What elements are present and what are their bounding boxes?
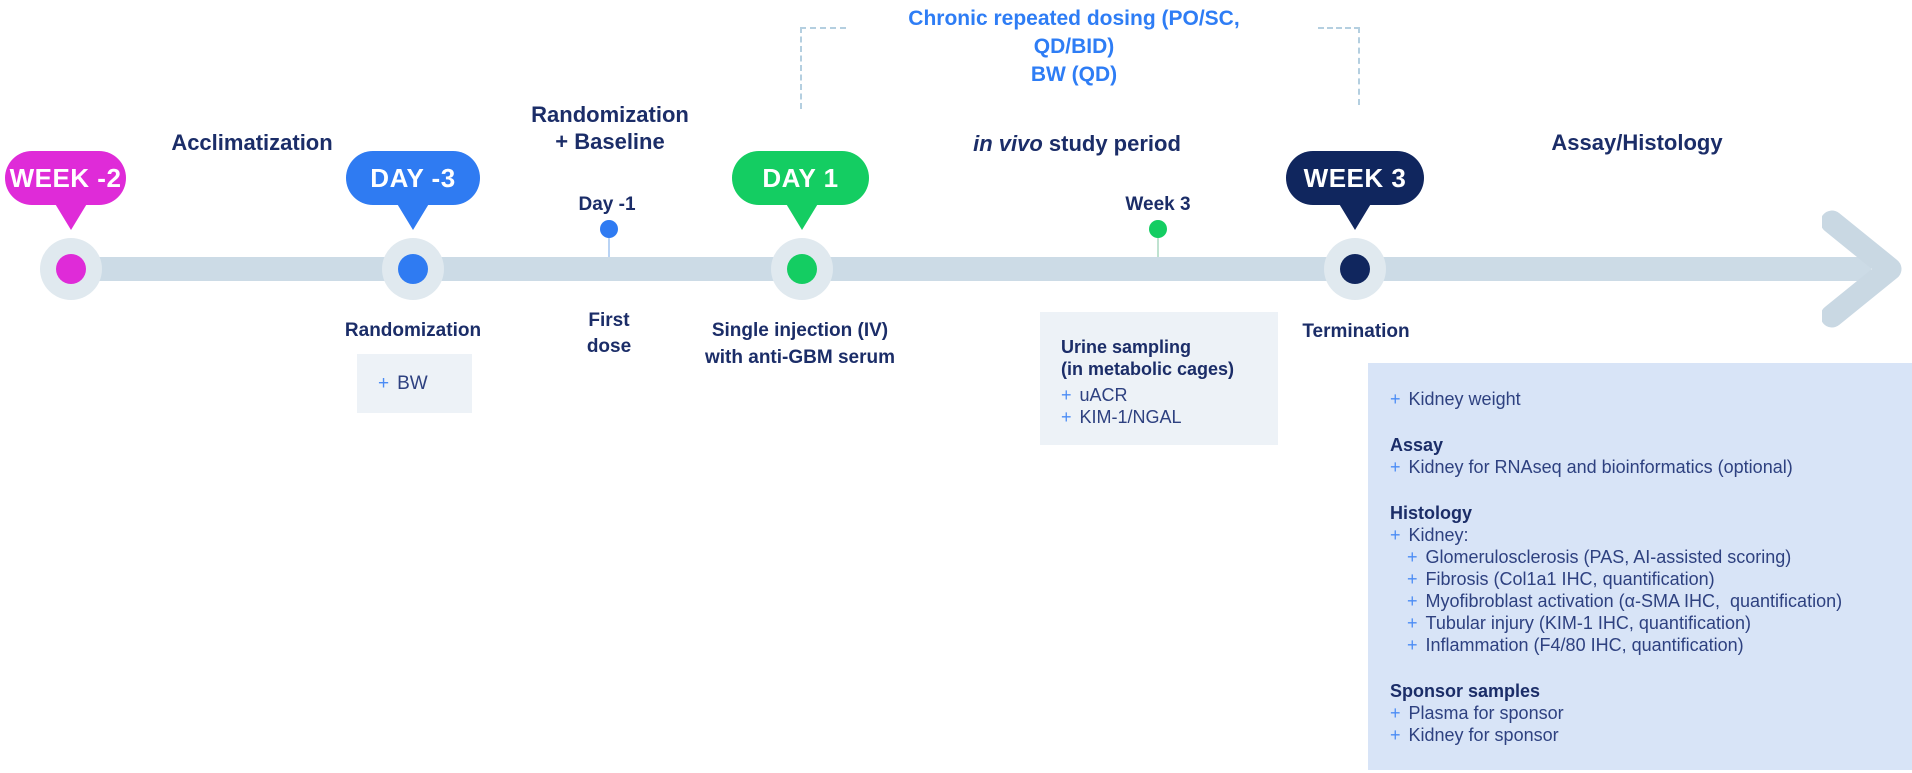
node-dot-blue (398, 254, 428, 284)
inflammation-text: Inflammation (F4/80 IHC, quantification) (1425, 635, 1744, 655)
histology-subitem-glomerulosclerosis: + Glomerulosclerosis (PAS, AI-assisted sc… (1407, 546, 1912, 568)
tubular-injury-text: Tubular injury (KIM-1 IHC, quantificatio… (1425, 613, 1751, 633)
timeline-node-week-minus2 (40, 238, 102, 300)
plus-icon: + (1390, 525, 1401, 545)
plus-icon: + (1390, 725, 1401, 745)
chronic-dosing-line2: BW (QD) (1030, 63, 1118, 86)
badge-tail-day-minus3 (396, 202, 430, 230)
rnaseq-text: Kidney for RNAseq and bioinformatics (op… (1408, 457, 1793, 477)
urine-box-title-line2: (in metabolic cages) (1061, 359, 1235, 379)
marker-stem-week3 (1157, 238, 1159, 257)
milestone-badge-day1: DAY 1 (732, 151, 869, 205)
marker-dot-day-minus1 (600, 220, 618, 238)
urine-item-uacr-text: uACR (1079, 385, 1128, 405)
plasma-sponsor-text: Plasma for sponsor (1408, 703, 1564, 723)
invivo-rest: study period (1042, 131, 1181, 156)
glomerulosclerosis-text: Glomerulosclerosis (PAS, AI-assisted sco… (1425, 547, 1792, 567)
plus-icon: + (1407, 547, 1418, 567)
plus-icon: + (1407, 613, 1418, 633)
urine-sampling-box: Urine sampling (in metabolic cages) + uAC… (1040, 312, 1278, 445)
plus-icon: + (378, 372, 390, 394)
sponsor-item-kidney: + Kidney for sponsor (1390, 724, 1912, 746)
assay-item-kidney-weight: + Kidney weight (1390, 388, 1912, 410)
chronic-dosing-annotation: Chronic repeated dosing (PO/SC, QD/BID) … (870, 5, 1278, 89)
timeline-arrowhead-icon (1822, 210, 1902, 328)
phase-label-randomization-baseline: Randomization + Baseline (460, 101, 760, 155)
assay-section-header: Assay (1390, 435, 1444, 455)
histology-subitem-fibrosis: + Fibrosis (Col1a1 IHC, quantification) (1407, 568, 1912, 590)
histology-kidney-text: Kidney: (1408, 525, 1469, 545)
marker-label-week3: Week 3 (1125, 194, 1191, 215)
timeline-node-day-minus3 (382, 238, 444, 300)
plus-icon: + (1407, 635, 1418, 655)
event-label-single-injection: Single injection (IV) with anti-GBM seru… (660, 317, 940, 371)
plus-icon: + (1061, 407, 1072, 427)
node-dot-navy (1340, 254, 1370, 284)
dosing-bracket-right (1318, 27, 1360, 105)
milestone-badge-week3: WEEK 3 (1286, 151, 1424, 205)
node-dot-magenta (56, 254, 86, 284)
bw-note-text: BW (397, 372, 428, 394)
badge-tail-week-minus2 (54, 202, 88, 230)
plus-icon: + (1407, 591, 1418, 611)
urine-item-kim1-ngal-text: KIM-1/NGAL (1079, 407, 1182, 427)
timeline-node-week3 (1324, 238, 1386, 300)
event-label-randomization: Randomization (344, 320, 482, 341)
node-dot-green (787, 254, 817, 284)
chronic-dosing-line1: Chronic repeated dosing (PO/SC, QD/BID) (908, 7, 1240, 58)
badge-tail-day1 (785, 202, 819, 230)
marker-label-day-minus1: Day -1 (578, 194, 636, 215)
fibrosis-text: Fibrosis (Col1a1 IHC, quantification) (1425, 569, 1715, 589)
phase-label-acclimatization: Acclimatization (171, 130, 333, 155)
sponsor-item-plasma: + Plasma for sponsor (1390, 702, 1912, 724)
phase-label-assay-histology: Assay/Histology (1551, 130, 1723, 155)
marker-dot-week3 (1149, 220, 1167, 238)
myofibroblast-text: Myofibroblast activation (α-SMA IHC, qua… (1425, 591, 1843, 611)
plus-icon: + (1061, 385, 1072, 405)
phase-randomization-line1: Randomization (531, 102, 689, 127)
bw-note-box: + BW (357, 354, 472, 413)
assay-item-rnaseq: + Kidney for RNAseq and bioinformatics (o… (1390, 456, 1912, 478)
first-dose-line1: First (588, 310, 630, 331)
histology-subitem-inflammation: + Inflammation (F4/80 IHC, quantification… (1407, 634, 1912, 656)
plus-icon: + (1390, 389, 1401, 409)
phase-randomization-line2: + Baseline (555, 129, 665, 154)
plus-icon: + (1390, 457, 1401, 477)
badge-tail-week3 (1338, 202, 1372, 230)
marker-stem-day-minus1 (608, 238, 610, 257)
histology-subitem-tubular-injury: + Tubular injury (KIM-1 IHC, quantificati… (1407, 612, 1912, 634)
timeline-node-day1 (771, 238, 833, 300)
event-label-termination: Termination (1302, 321, 1410, 342)
phase-label-invivo-study-period: in vivo study period (927, 130, 1227, 157)
timeline-bar (71, 257, 1871, 281)
milestone-badge-day-minus3: DAY -3 (346, 151, 480, 205)
single-injection-line2: with anti-GBM serum (704, 347, 895, 368)
urine-box-title-line1: Urine sampling (1061, 337, 1192, 357)
urine-item-kim1-ngal: + KIM-1/NGAL (1061, 406, 1278, 428)
urine-item-uacr: + uACR (1061, 384, 1278, 406)
plus-icon: + (1407, 569, 1418, 589)
histology-subitem-myofibroblast: + Myofibroblast activation (α-SMA IHC, qu… (1407, 590, 1912, 612)
single-injection-line1: Single injection (IV) (711, 320, 889, 341)
invivo-italic: in vivo (973, 131, 1043, 156)
milestone-badge-week-minus2: WEEK -2 (5, 151, 126, 205)
event-label-first-dose: First dose (539, 308, 679, 360)
kidney-sponsor-text: Kidney for sponsor (1408, 725, 1559, 745)
histology-item-kidney: + Kidney: (1390, 524, 1912, 546)
histology-section-header: Histology (1390, 503, 1473, 523)
assay-histology-box: + Kidney weight Assay + Kidney for RNAseq … (1368, 363, 1912, 770)
dosing-bracket-left (800, 27, 846, 109)
kidney-weight-text: Kidney weight (1408, 389, 1521, 409)
first-dose-line2: dose (586, 336, 632, 357)
sponsor-section-header: Sponsor samples (1390, 681, 1541, 701)
plus-icon: + (1390, 703, 1401, 723)
